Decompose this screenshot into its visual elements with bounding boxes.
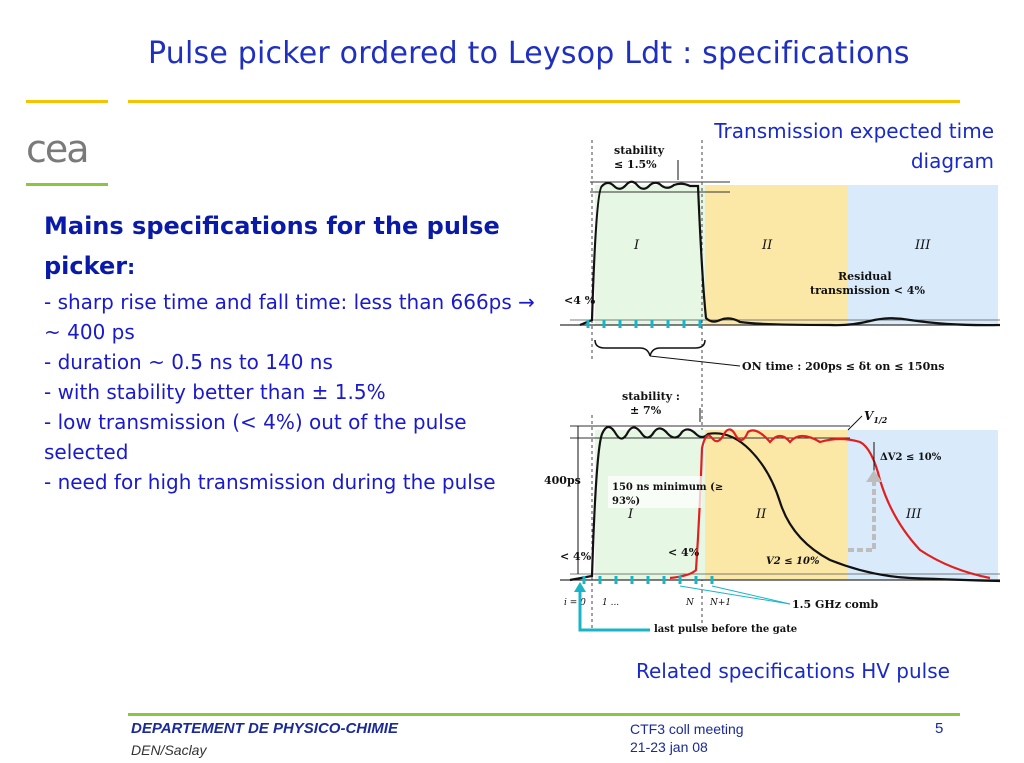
comb-label: 1.5 GHz comb: [792, 598, 879, 611]
bottom-zone-2-label: II: [755, 507, 767, 522]
on-time-label: ON time : 200ps ≤ δt on ≤ 150ns: [742, 360, 944, 373]
footer-meeting: CTF3 coll meeting 21-23 jan 08: [630, 720, 744, 756]
bottom-stability-value: ± 7%: [630, 404, 662, 417]
transmission-time-diagram: stability ≤ 1.5% I II III Residual trans…: [544, 140, 1001, 635]
on-time-brace: [594, 339, 706, 357]
spec-duration: - duration ~ 0.5 ns to 140 ns: [44, 350, 333, 374]
cea-logo: cea: [26, 132, 90, 166]
top-residual-label: Residual: [838, 270, 892, 283]
index-i0: i = 0: [564, 598, 586, 608]
v2-arrow: [846, 480, 876, 552]
header-rule-left: [26, 100, 108, 103]
diagram-caption: Transmission expected time diagram: [714, 119, 994, 173]
v-half-leader: [847, 415, 863, 431]
top-zone-3: [848, 185, 998, 325]
last-pulse-label: last pulse before the gate: [654, 624, 797, 635]
min-pulse-label: 150 ns minimum (≥: [612, 482, 723, 493]
rise-time-label: 400ps: [544, 474, 581, 487]
specifications-text: Mains specifications for the pulse picke…: [44, 206, 544, 497]
comb-leader-1: [679, 585, 791, 605]
footer-rule: [128, 713, 960, 716]
top-comb-ticks: [586, 320, 702, 328]
bottom-low-left-label: < 4%: [560, 550, 592, 563]
spec-high-transmission: - need for high transmission during the …: [44, 470, 496, 494]
v-half-label: V1/2: [864, 409, 888, 425]
last-pulse-arrowhead: [574, 582, 586, 592]
index-n: N: [685, 598, 695, 608]
header-rule: [128, 100, 960, 103]
last-pulse-arrow: [578, 588, 650, 632]
comb-leader-2: [711, 585, 791, 605]
top-stability-label: stability: [614, 144, 665, 157]
logo-underline: [26, 183, 108, 186]
spec-stability: - with stability better than ± 1.5%: [44, 380, 386, 404]
hv-caption: Related specifications HV pulse: [636, 659, 950, 683]
index-1: 1 ...: [602, 598, 619, 608]
bottom-zone-2: [705, 430, 848, 580]
bottom-zone-3-label: III: [905, 507, 922, 522]
footer-department: DEPARTEMENT DE PHYSICO-CHIMIE: [131, 720, 398, 737]
index-n-plus-1: N+1: [709, 598, 731, 608]
bottom-low-mid-label: < 4%: [668, 546, 700, 559]
bottom-comb-ticks: [582, 576, 714, 584]
svg-text:cea: cea: [26, 132, 88, 166]
bottom-stability-label: stability :: [622, 390, 680, 403]
top-low-label: <4 %: [564, 294, 596, 307]
delta-v-label: ΔV2 ≤ 10%: [880, 452, 942, 463]
top-zone-2: [705, 185, 848, 325]
specifications-heading: Mains specifications for the pulse picke…: [44, 212, 500, 280]
bottom-zone-1-label: I: [627, 507, 634, 522]
footer-meeting-date: 21-23 jan 08: [630, 739, 708, 755]
top-zone-2-label: II: [761, 238, 773, 253]
v2-arrowhead: [866, 470, 882, 482]
spec-low-transmission: - low transmission (< 4%) out of the pul…: [44, 410, 467, 464]
slide-title: Pulse picker ordered to Leysop Ldt : spe…: [148, 36, 910, 71]
top-zone-1: [595, 185, 705, 325]
v2-label: V2 ≤ 10%: [766, 556, 820, 567]
footer-subtitle: DEN/Saclay: [131, 742, 207, 758]
bottom-zone-3: [848, 430, 998, 580]
bottom-pulse-curve: [569, 425, 1001, 583]
top-zone-3-label: III: [914, 238, 931, 253]
min-pulse-value: 93%): [612, 496, 640, 507]
top-residual-value: transmission < 4%: [810, 284, 925, 297]
on-time-leader: [649, 355, 741, 367]
min-pulse-box: [608, 476, 702, 508]
top-zone-1-label: I: [633, 238, 640, 253]
spec-rise-time: - sharp rise time and fall time: less th…: [44, 290, 535, 344]
top-pulse-curve: [579, 180, 1001, 327]
top-stability-value: ≤ 1.5%: [614, 158, 657, 171]
footer-meeting-name: CTF3 coll meeting: [630, 721, 744, 737]
page-number: 5: [935, 720, 944, 737]
